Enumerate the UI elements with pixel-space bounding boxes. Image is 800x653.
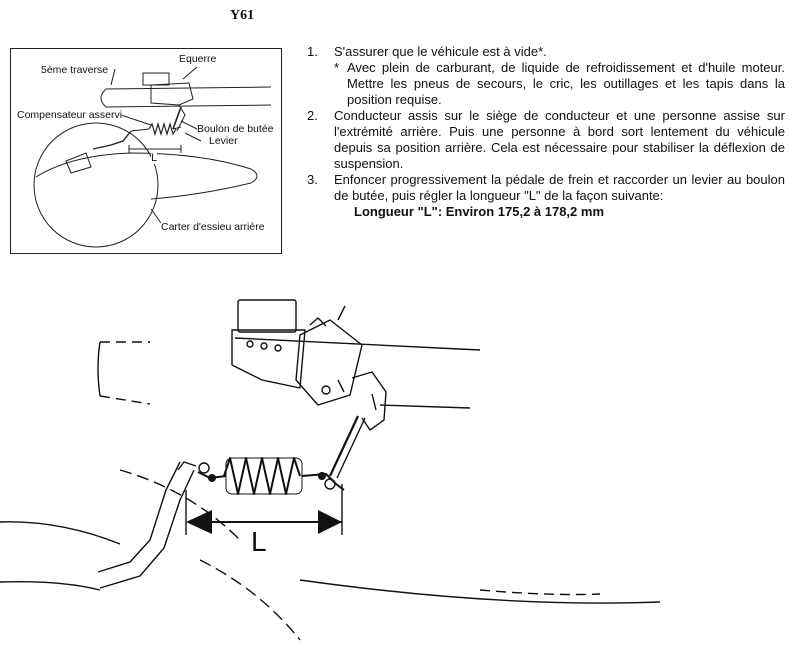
step-number: 1. <box>307 44 318 59</box>
step-note: * Avec plein de carburant, de liquide de… <box>334 60 785 108</box>
label-levier: Levier <box>209 135 238 147</box>
step-number: 3. <box>307 172 318 187</box>
label-boulon: Boulon de butée <box>197 123 274 135</box>
overview-drawing <box>33 66 272 248</box>
dimension-arrow-right <box>318 510 342 534</box>
step-text: Conducteur assis sur le siège de conduct… <box>334 108 785 171</box>
note-marker: * <box>334 60 340 75</box>
step-3: 3. Enfoncer progressivement la pédale de… <box>307 172 785 220</box>
length-label: L <box>251 526 267 557</box>
detail-figure: L <box>0 290 800 648</box>
overview-figure: 5ème traverse Equerre Compensateur asser… <box>10 48 282 254</box>
step-text: Enfoncer progressivement la pédale de fr… <box>334 172 785 203</box>
step-1: 1. S'assurer que le véhicule est à vide*… <box>307 44 785 108</box>
note-text: Avec plein de carburant, de liquide de r… <box>347 60 785 107</box>
step-text: S'assurer que le véhicule est à vide*. <box>334 44 547 59</box>
step-number: 2. <box>307 108 318 123</box>
length-specification: Longueur "L": Environ 175,2 à 178,2 mm <box>354 204 605 219</box>
label-carter: Carter d'essieu arrière <box>161 221 265 233</box>
label-equerre: Equerre <box>179 53 217 65</box>
instruction-list: 1. S'assurer que le véhicule est à vide*… <box>307 44 785 220</box>
label-length-small: L <box>151 152 158 164</box>
page-code: Y61 <box>230 8 255 23</box>
step-2: 2. Conducteur assis sur le siège de cond… <box>307 108 785 172</box>
detail-drawing <box>0 299 661 641</box>
label-compensateur: Compensateur asservi <box>17 109 123 121</box>
label-traverse: 5ème traverse <box>41 64 109 76</box>
dimension-arrow-left <box>186 510 212 534</box>
